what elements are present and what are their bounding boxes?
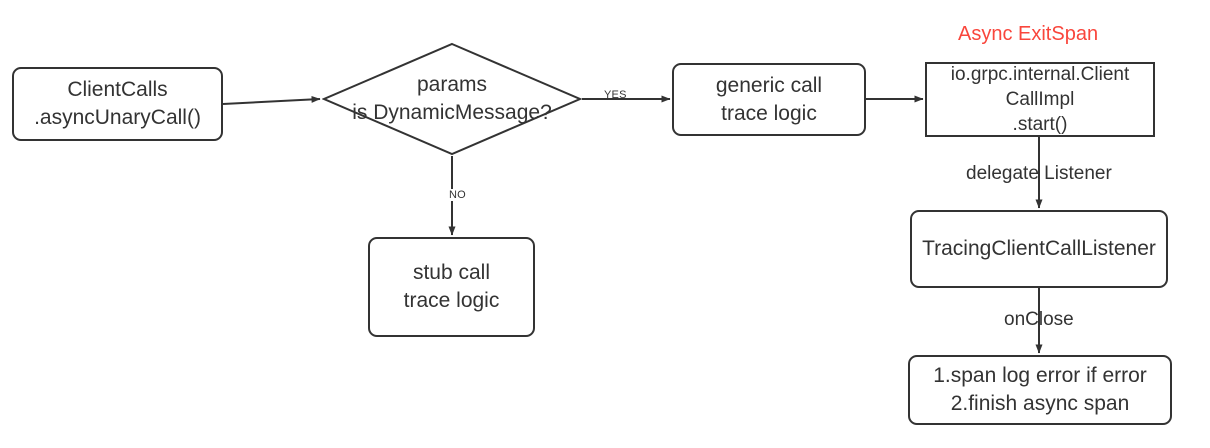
node-decision-dynamic-message[interactable]: params is DynamicMessage? (322, 42, 582, 156)
node-finish-async-span[interactable]: 1.span log error if error 2.finish async… (908, 355, 1172, 425)
node-stub-call-trace-logic[interactable]: stub call trace logic (368, 237, 535, 337)
edge-label-no: NO (448, 189, 467, 201)
node-decision-label: params is DynamicMessage? (352, 72, 552, 124)
node-client-calls[interactable]: ClientCalls .asyncUnaryCall() (12, 67, 223, 141)
node-client-call-impl[interactable]: io.grpc.internal.Client CallImpl .start(… (925, 62, 1155, 137)
node-generic-call-trace-logic[interactable]: generic call trace logic (672, 63, 866, 136)
node-tracing-client-call-listener[interactable]: TracingClientCallListener (910, 210, 1168, 288)
edge-label-onclose: onClose (1004, 309, 1074, 330)
annotation-async-exitspan: Async ExitSpan (958, 23, 1099, 45)
edge-label-delegate-listener: delegate Listener (966, 163, 1112, 184)
edge-client-calls-to-decision (222, 95, 321, 105)
edge-label-yes: YES (604, 89, 627, 101)
diamond-shape (322, 42, 582, 156)
